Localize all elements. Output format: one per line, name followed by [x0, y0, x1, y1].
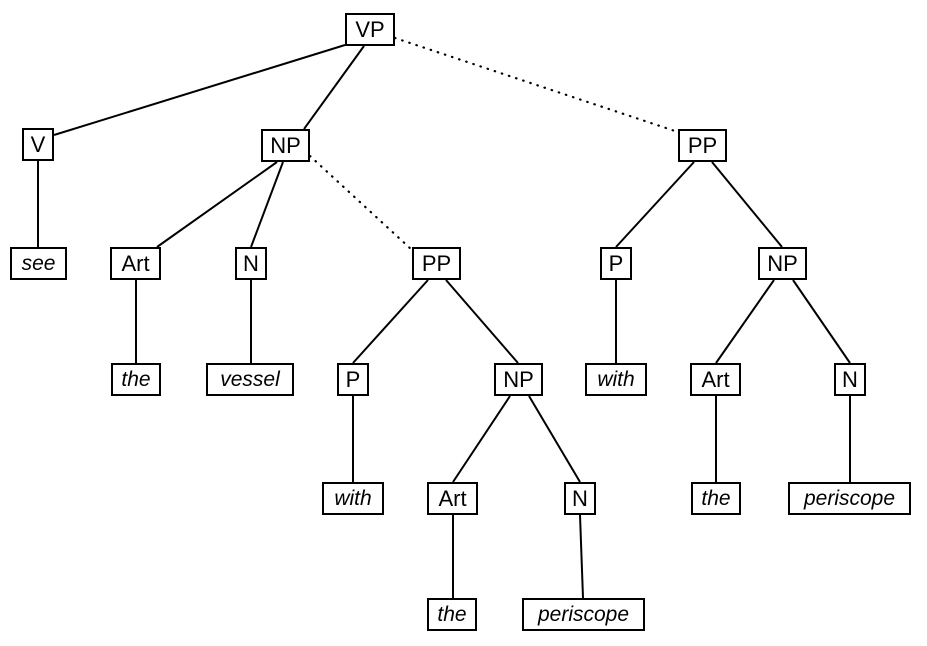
- tree-node-label: the: [121, 368, 151, 391]
- tree-node-pp_right: PP: [678, 129, 727, 162]
- tree-node-label: Art: [438, 485, 467, 511]
- tree-node-pp_mid: PP: [412, 247, 461, 280]
- tree-edge-vp-to-v: [53, 44, 346, 136]
- tree-node-label: periscope: [803, 487, 896, 510]
- tree-edge-pp_mid-to-np_mid: [445, 279, 519, 364]
- tree-node-label: NP: [767, 250, 798, 276]
- tree-node-np_right: NP: [758, 247, 807, 280]
- tree-node-art_r: Art: [690, 363, 741, 396]
- tree-edge-pp_mid-to-p_mid: [352, 279, 429, 364]
- tree-node-label: N: [842, 366, 858, 392]
- tree-edge-np1-to-art1: [156, 161, 278, 248]
- tree-edge-np_right-to-n_r: [792, 279, 851, 364]
- tree-node-p_mid: P: [337, 363, 369, 396]
- tree-node-label: P: [608, 250, 624, 276]
- tree-node-label: the: [437, 603, 467, 626]
- tree-node-n_r: N: [834, 363, 866, 396]
- tree-node-the1: the: [111, 363, 161, 396]
- tree-node-label: N: [572, 485, 588, 511]
- tree-edge-np1-to-pp_mid: [308, 154, 414, 252]
- tree-node-label: NP: [270, 132, 301, 158]
- tree-node-vp: VP: [345, 13, 395, 46]
- tree-node-label: with: [597, 368, 635, 391]
- tree-node-with_m: with: [322, 482, 384, 515]
- tree-edge-np1-to-n1: [250, 161, 284, 248]
- tree-node-label: V: [30, 131, 46, 157]
- tree-node-label: Art: [121, 250, 150, 276]
- tree-edge-vp-to-pp_right: [393, 36, 680, 134]
- tree-edge-np_mid-to-n_m: [528, 395, 581, 483]
- tree-node-p_right: P: [600, 247, 632, 280]
- tree-node-vessel: vessel: [206, 363, 294, 396]
- tree-edge-pp_right-to-p_right: [615, 161, 695, 248]
- tree-node-label: see: [21, 252, 56, 275]
- tree-node-np1: NP: [261, 129, 310, 162]
- tree-node-label: P: [345, 366, 361, 392]
- tree-node-the_r: the: [691, 482, 741, 515]
- tree-node-art_m: Art: [427, 482, 478, 515]
- tree-node-v: V: [22, 128, 54, 161]
- tree-node-np_mid: NP: [494, 363, 543, 396]
- tree-node-n_m: N: [564, 482, 596, 515]
- tree-node-periscope_r: periscope: [788, 482, 911, 515]
- tree-node-label: NP: [503, 366, 534, 392]
- tree-edge-pp_right-to-np_right: [711, 161, 783, 248]
- tree-node-label: with: [334, 487, 372, 510]
- tree-node-label: PP: [421, 250, 452, 276]
- tree-node-label: PP: [687, 132, 718, 158]
- tree-node-n1: N: [235, 247, 267, 280]
- tree-edge-np_right-to-art_r: [715, 279, 775, 364]
- tree-node-periscope_m: periscope: [522, 598, 645, 631]
- tree-node-the_m: the: [427, 598, 477, 631]
- tree-node-with_r: with: [585, 363, 647, 396]
- tree-edge-n_m-to-periscope_m: [579, 514, 584, 599]
- tree-edge-np_mid-to-art_m: [452, 395, 511, 483]
- tree-node-art1: Art: [110, 247, 161, 280]
- tree-node-label: periscope: [537, 603, 630, 626]
- tree-node-see: see: [10, 247, 67, 280]
- tree-node-label: VP: [355, 16, 385, 42]
- tree-node-label: the: [701, 487, 731, 510]
- tree-edge-vp-to-np1: [303, 45, 365, 130]
- tree-node-label: vessel: [220, 368, 280, 391]
- tree-node-label: N: [243, 250, 259, 276]
- tree-node-label: Art: [701, 366, 730, 392]
